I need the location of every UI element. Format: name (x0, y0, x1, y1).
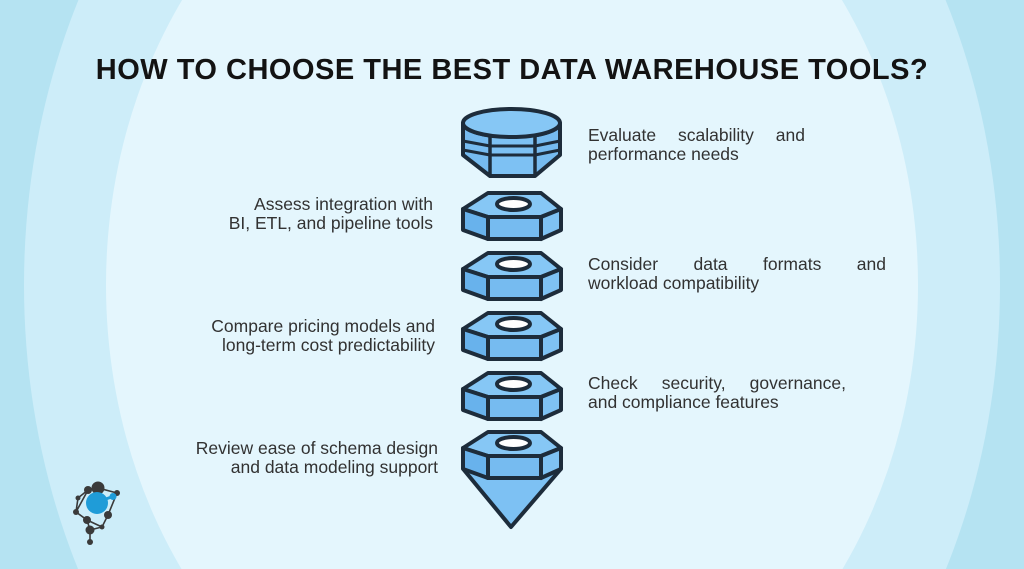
step-line: workload compatibility (588, 273, 760, 293)
logo-nodes (73, 481, 120, 545)
step-line: performance needs (588, 144, 739, 164)
step-line: Compare pricing models and (211, 316, 435, 336)
step-line: Consider data formats and (588, 254, 886, 274)
step-line: and data modeling support (230, 457, 438, 477)
step-text-consider-data-formats: Consider data formats and workload compa… (588, 255, 886, 293)
hex-nut-icon (461, 371, 563, 421)
step-text-evaluate-scalability: Evaluate scalability and performance nee… (588, 126, 805, 164)
step-line: Assess integration with (254, 194, 433, 214)
hex-nut-with-drill-tip-icon (461, 430, 563, 529)
network-molecule-logo (73, 481, 120, 545)
step-line: Check security, governance, (588, 373, 846, 393)
step-line: BI, ETL, and pipeline tools (228, 213, 433, 233)
step-line: Evaluate scalability and (588, 125, 805, 145)
hex-nut-icon (461, 251, 563, 301)
step-line: and compliance features (588, 392, 779, 412)
step-line: long-term cost predictability (222, 335, 435, 355)
page-title: HOW TO CHOOSE THE BEST DATA WAREHOUSE TO… (95, 54, 929, 86)
step-text-check-security: Check security, governance, and complian… (588, 374, 846, 412)
logo-blue-atom (86, 492, 117, 514)
step-line: Review ease of schema design (195, 438, 438, 458)
step-text-compare-pricing: Compare pricing models and long-term cos… (135, 317, 435, 355)
hex-nut-icon (461, 191, 563, 241)
hex-nut-icon (461, 311, 563, 361)
step-text-assess-integration: Assess integration with BI, ETL, and pip… (133, 195, 433, 233)
database-cylinder-icon (461, 107, 562, 178)
step-text-review-schema-design: Review ease of schema design and data mo… (137, 439, 438, 477)
